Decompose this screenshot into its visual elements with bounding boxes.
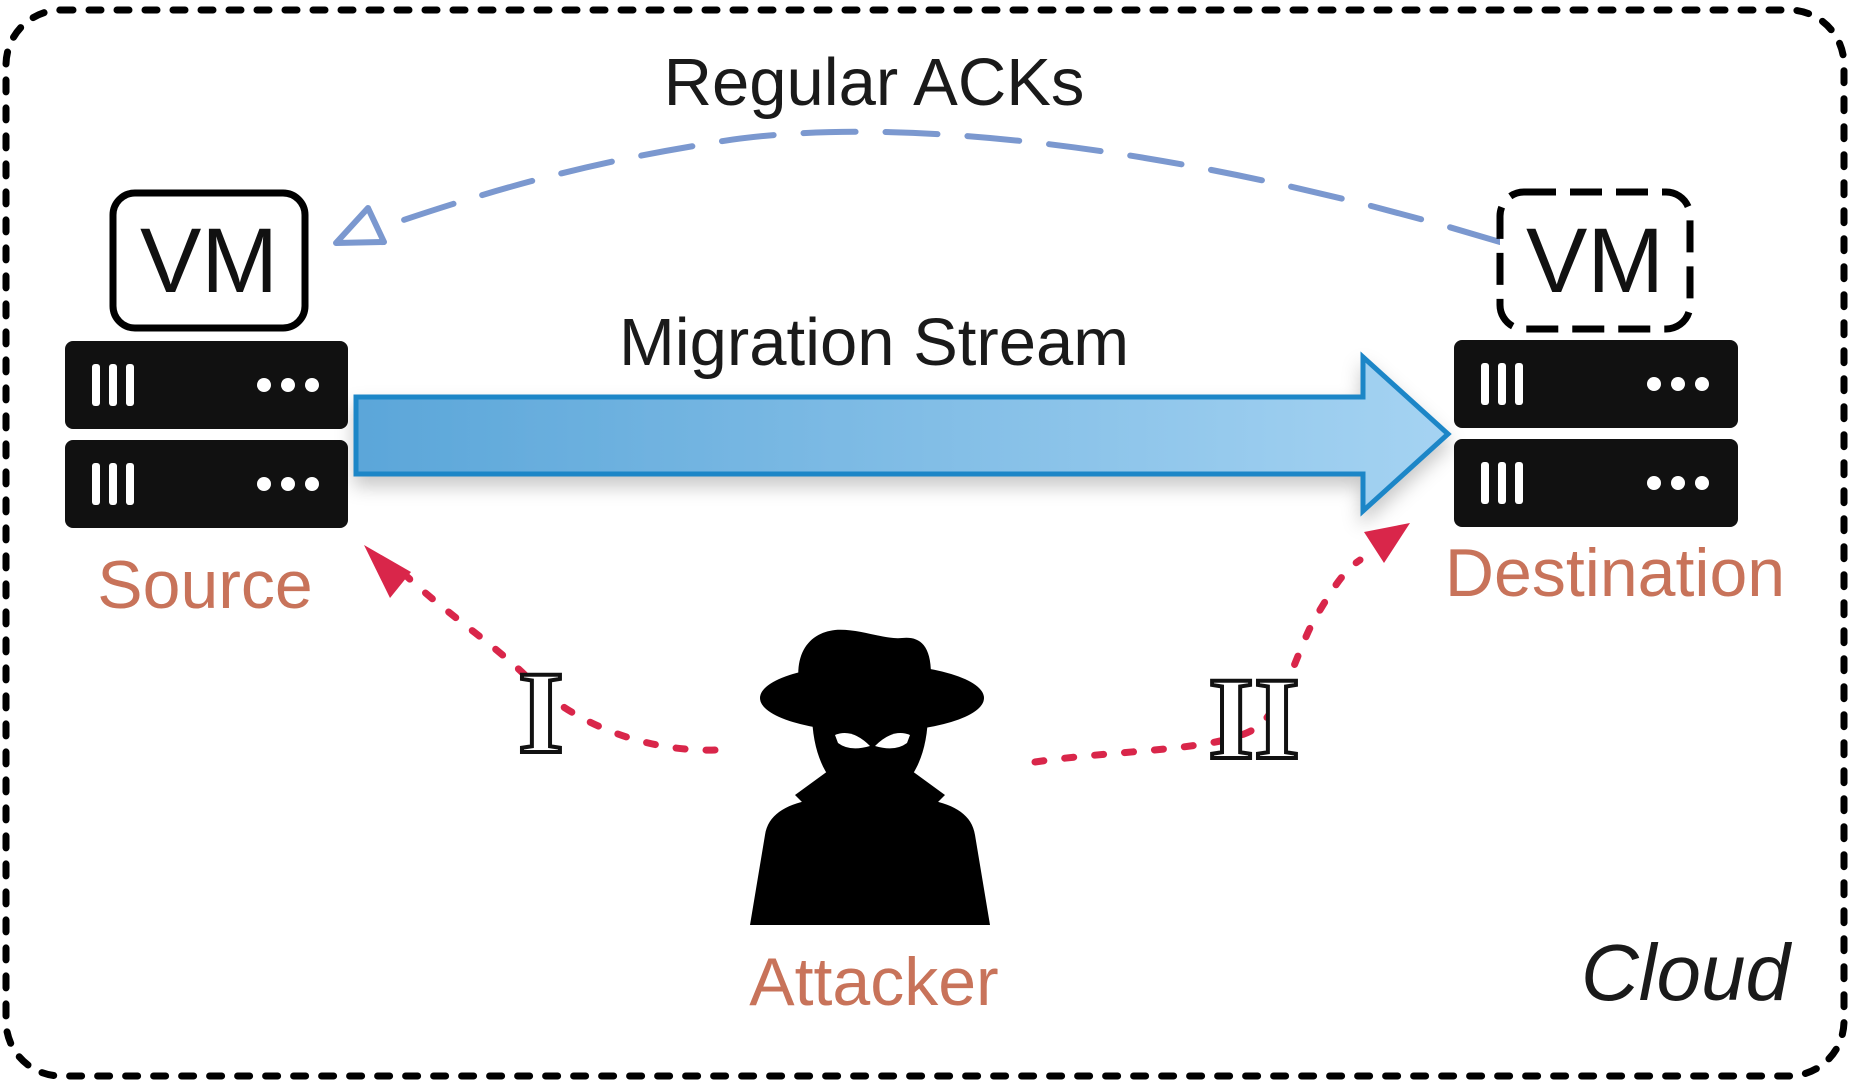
migration-stream-arrow	[353, 351, 1452, 517]
destination-label: Destination	[1445, 535, 1785, 611]
cloud-boundary	[2, 6, 1848, 1080]
cloud-label: Cloud	[1581, 928, 1793, 1017]
spy-icon	[750, 629, 990, 925]
ack-arrow	[333, 128, 1503, 246]
source-label: Source	[97, 547, 312, 623]
source-vm-box	[109, 189, 309, 332]
source-server-icon	[65, 341, 348, 528]
regular-acks-label: Regular ACKs	[664, 45, 1085, 120]
attack-path-two	[1031, 523, 1410, 766]
source-vm-label: VM	[140, 210, 278, 312]
destination-vm-box	[1496, 188, 1694, 333]
attack-path-one	[364, 545, 719, 754]
attack-one-label: I	[518, 647, 564, 778]
attacker-label: Attacker	[749, 944, 998, 1020]
destination-server-icon	[1454, 340, 1738, 527]
destination-vm-label: VM	[1526, 210, 1664, 312]
attack-two-label: II	[1208, 653, 1300, 784]
migration-stream-label: Migration Stream	[619, 305, 1129, 380]
